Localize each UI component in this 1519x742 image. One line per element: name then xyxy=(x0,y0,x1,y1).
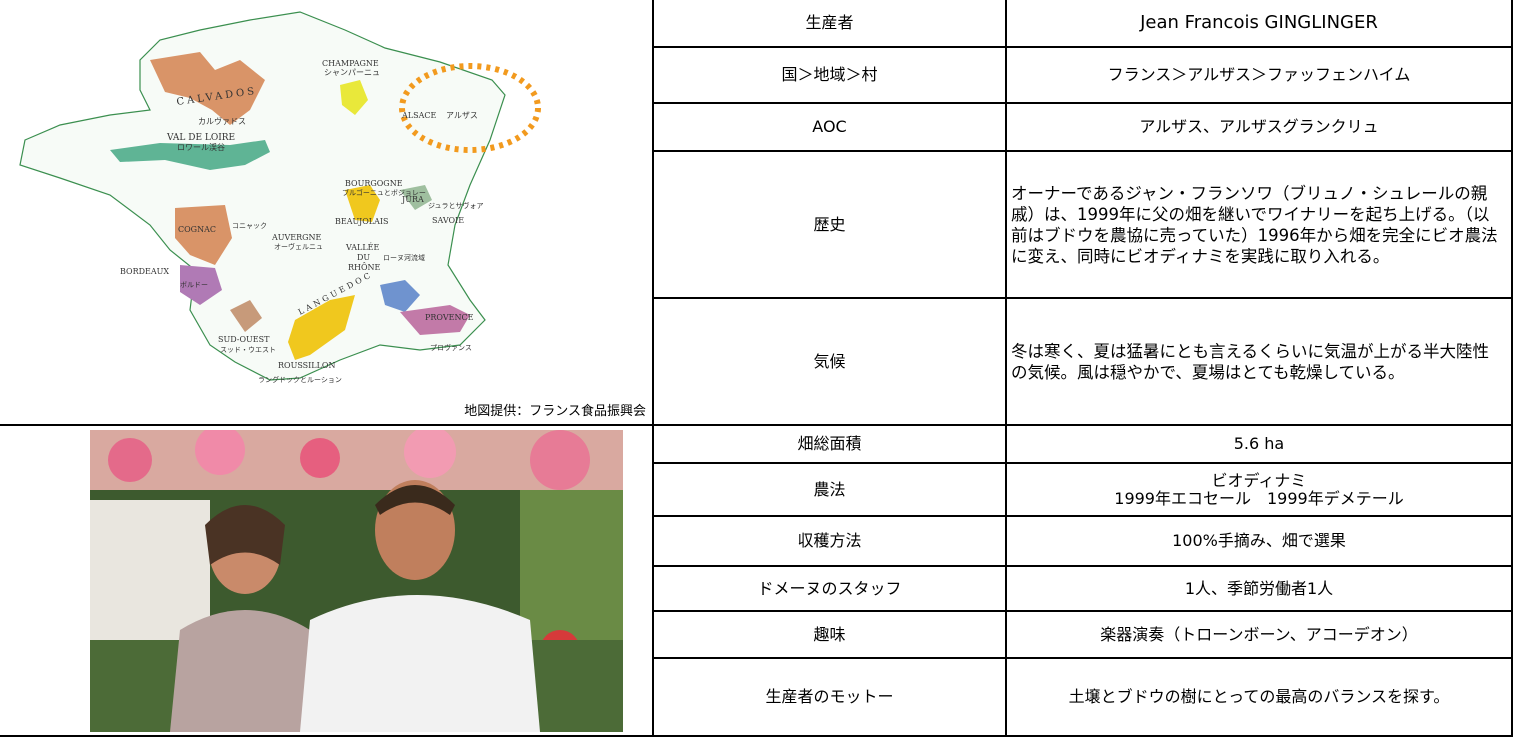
languedoc-region xyxy=(288,295,355,360)
label-sud-ouest-jp: スッド・ウエスト xyxy=(220,346,276,354)
row-label-hobby: 趣味 xyxy=(813,624,846,644)
label-champagne-jp: シャンパーニュ xyxy=(324,68,380,77)
row-value-producer: Jean Francois GINGLINGER xyxy=(1140,12,1378,34)
bordeaux-region xyxy=(180,265,222,305)
row-value-motto: 土壌とブドウの樹にとっての最高のバランスを探す。 xyxy=(1068,687,1450,707)
label-calvados-jp: カルヴァドス xyxy=(198,116,246,126)
label-alsace-jp: アルザス xyxy=(446,111,478,120)
champagne-region xyxy=(340,80,368,115)
label-roussillon: ROUSSILLON xyxy=(278,361,336,370)
divider-vertical-main xyxy=(652,0,654,737)
row-divider-3 xyxy=(652,150,1513,152)
label-val-de-loire-jp: ロワール渓谷 xyxy=(177,142,225,152)
label-rhone: RHÔNE xyxy=(348,263,381,272)
sud-ouest-region xyxy=(230,300,262,332)
map-credit: 地図提供：フランス食品振興会 xyxy=(464,404,646,419)
bourgogne-region xyxy=(345,185,380,222)
row-label-harvest: 収穫方法 xyxy=(797,531,862,551)
label-jura-savoie-jp: ジュラとサヴォア xyxy=(428,201,484,210)
row-value-history: オーナーであるジャン・フランソワ（ブリュノ・シュレールの親戚）は、1999年に父… xyxy=(1011,183,1498,266)
label-bourgogne-jp: ブルゴーニュとボジョレー xyxy=(342,188,426,197)
row-value-staff: 1人、季節労働者1人 xyxy=(1184,578,1334,598)
row-value-hobby: 楽器演奏（トローンボーン、アコーデオン） xyxy=(1100,624,1418,644)
row-divider-1 xyxy=(652,46,1513,48)
label-bourgogne: BOURGOGNE xyxy=(345,179,403,188)
label-bordeaux-jp: ボルドー xyxy=(180,281,208,289)
label-cognac: COGNAC xyxy=(178,225,216,234)
label-rhone-jp: ローヌ河流域 xyxy=(383,253,425,262)
label-languedoc-jp: ラングドックとルーション xyxy=(258,375,342,384)
row-label-motto: 生産者のモットー xyxy=(765,687,894,707)
label-auvergne-jp: オーヴェルニュ xyxy=(274,242,323,251)
label-savoie: SAVOIE xyxy=(432,216,464,225)
label-beaujolais: BEAUJOLAIS xyxy=(335,217,389,226)
row-divider-9 xyxy=(652,610,1513,612)
label-vallee: VALLÉE xyxy=(345,243,379,252)
divider-horizontal-main xyxy=(0,424,1513,426)
val-de-loire-region xyxy=(110,140,270,170)
row-divider-7 xyxy=(652,515,1513,517)
row-label-aoc: AOC xyxy=(812,117,847,137)
row-value-region: フランス＞アルザス＞ファッフェンハイム xyxy=(1107,65,1411,85)
row-value-climate: 冬は寒く、夏は猛暑にとも言えるくらいに気温が上がる半大陸性の気候。風は穏やかで、… xyxy=(1011,341,1490,382)
label-bordeaux: BORDEAUX xyxy=(120,267,169,276)
producer-photo xyxy=(90,430,623,732)
label-cognac-jp: コニャック xyxy=(232,222,267,230)
label-provence: PROVENCE xyxy=(425,313,474,322)
label-du: DU xyxy=(357,253,370,262)
row-label-climate: 気候 xyxy=(813,351,846,371)
farming-method: ビオディナミ xyxy=(1211,470,1307,490)
row-divider-2 xyxy=(652,102,1513,104)
row-divider-8 xyxy=(652,565,1513,567)
label-sud-ouest: SUD-OUEST xyxy=(218,335,270,344)
row-label-staff: ドメーヌのスタッフ xyxy=(757,578,902,598)
row-label-history: 歴史 xyxy=(813,214,846,234)
label-champagne: CHAMPAGNE xyxy=(322,59,379,68)
farming-certifications: 1999年エコセール 1999年デメテール xyxy=(1114,488,1404,508)
label-val-de-loire: VAL DE LOIRE xyxy=(166,133,235,143)
row-label-farming: 農法 xyxy=(813,479,846,499)
alsace-highlight-circle xyxy=(399,63,541,153)
france-map-graphic: CHAMPAGNE シャンパーニュ CALVADOS カルヴァドス VAL DE… xyxy=(19,11,541,384)
provence-region xyxy=(400,305,470,335)
row-value-aoc: アルザス、アルザスグランクリュ xyxy=(1139,117,1379,137)
row-label-region: 国＞地域＞村 xyxy=(781,65,878,85)
rhone-region xyxy=(380,280,420,312)
jura-region xyxy=(400,185,432,210)
france-wine-map: CHAMPAGNE シャンパーニュ CALVADOS カルヴァドス VAL DE… xyxy=(0,0,652,425)
calvados-region xyxy=(150,52,265,125)
cognac-region xyxy=(175,205,232,265)
row-value-farming: ビオディナミ 1999年エコセール 1999年デメテール xyxy=(1007,464,1511,515)
row-value-area: 5.6 ha xyxy=(1233,434,1285,454)
row-value-harvest: 100%手摘み、畑で選果 xyxy=(1172,531,1346,551)
row-label-producer: 生産者 xyxy=(805,13,854,33)
label-alsace: ALSACE xyxy=(401,111,436,120)
row-divider-6 xyxy=(652,462,1513,464)
row-divider-10 xyxy=(652,657,1513,659)
row-divider-4 xyxy=(652,297,1513,299)
divider-vertical-value xyxy=(1005,0,1007,737)
row-label-area: 畑総面積 xyxy=(797,434,862,454)
label-auvergne: AUVERGNE xyxy=(271,233,322,242)
label-jura: JURA xyxy=(401,195,424,204)
label-provence-jp: プロヴァンス xyxy=(430,343,472,352)
